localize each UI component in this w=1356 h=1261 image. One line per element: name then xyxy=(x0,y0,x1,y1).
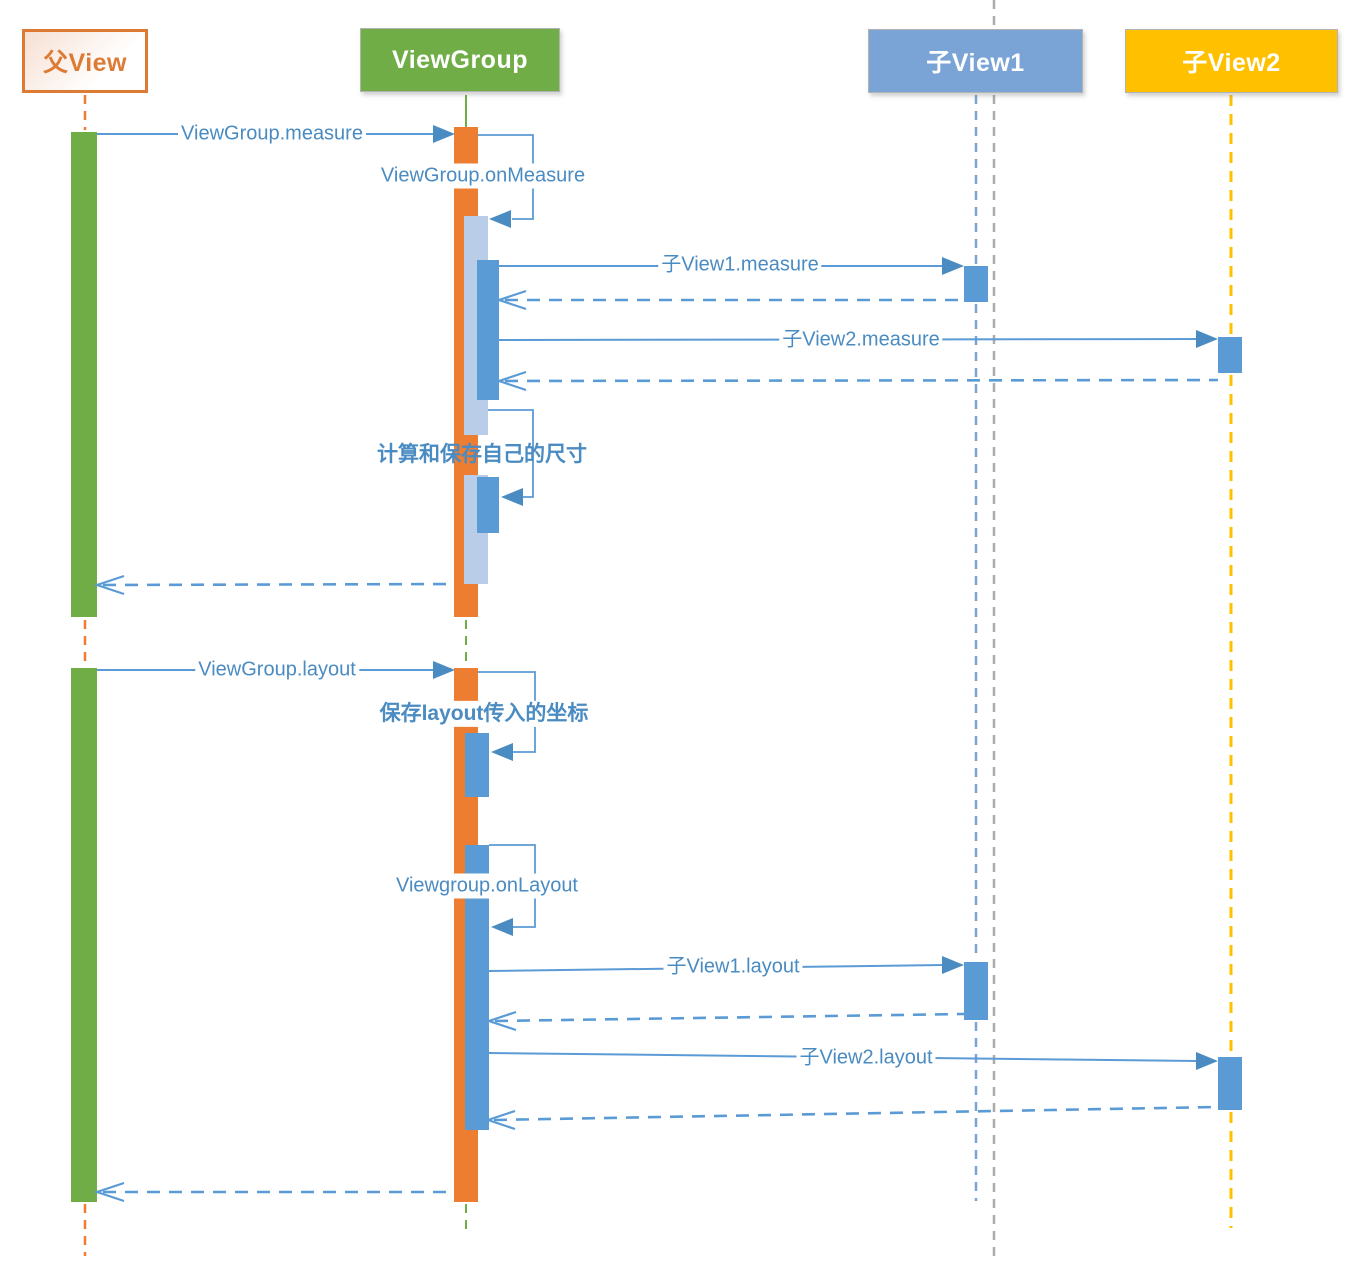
message-label-view2-measure: 子View2.measure xyxy=(779,327,943,353)
message-label-view2-layout: 子View2.layout xyxy=(796,1045,936,1071)
participant-child-view2-label: 子View2 xyxy=(1182,49,1281,77)
message-label-viewgroup-layout: ViewGroup.layout xyxy=(195,657,359,683)
message-label-view1-layout: 子View1.layout xyxy=(663,954,803,980)
message-label-viewgroup-measure: ViewGroup.measure xyxy=(178,121,366,147)
lifelines xyxy=(83,0,1233,1256)
view2-layout-activation xyxy=(1218,1057,1242,1110)
message-label-calc-size: 计算和保存自己的尺寸 xyxy=(377,442,587,466)
message-label-view1-measure: 子View1.measure xyxy=(658,252,822,278)
parent-activation-measure xyxy=(71,132,97,617)
return-view1-layout xyxy=(494,1012,965,1023)
arrowheads xyxy=(433,125,1218,1070)
calc-size-activation xyxy=(477,477,499,533)
participant-viewgroup: ViewGroup xyxy=(360,28,560,92)
participant-parent-view-label: 父View xyxy=(42,49,128,77)
return-measure-to-parent xyxy=(102,582,455,587)
measure-children-activation xyxy=(477,260,499,400)
save-coords-activation xyxy=(465,733,489,797)
message-label-viewgroup-onmeasure: ViewGroup.onMeasure xyxy=(377,163,589,189)
message-label-viewgroup-onlayout: Viewgroup.onLayout xyxy=(393,873,581,899)
call-arrows xyxy=(97,133,1198,1062)
bracket-calc-size xyxy=(488,409,534,498)
participant-child-view1-label: 子View1 xyxy=(926,49,1025,77)
return-chevrons xyxy=(93,289,527,1203)
view1-layout-activation xyxy=(964,962,988,1020)
message-label-save-coords: 保存layout传入的坐标 xyxy=(376,700,592,728)
activation-bars xyxy=(71,127,1242,1202)
return-view2-measure xyxy=(504,378,1219,383)
participant-viewgroup-label: ViewGroup xyxy=(391,45,528,74)
participant-child-view1: 子View1 xyxy=(868,29,1083,93)
return-arrows xyxy=(102,298,1219,1194)
parent-activation-layout xyxy=(71,668,97,1202)
view2-measure-activation xyxy=(1218,337,1242,373)
return-view2-layout xyxy=(493,1105,1219,1122)
view1-measure-activation xyxy=(964,266,988,302)
participant-child-view2: 子View2 xyxy=(1125,29,1338,93)
participant-parent-view: 父View xyxy=(22,29,148,93)
